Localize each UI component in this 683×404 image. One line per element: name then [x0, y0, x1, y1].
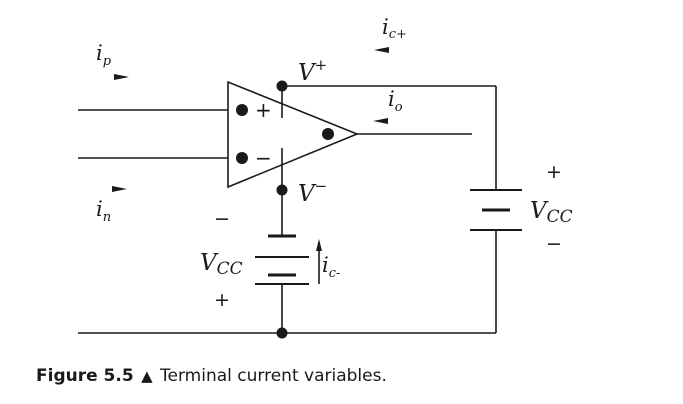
i-n-arrow [112, 186, 127, 192]
right-source-plus-sign: + [546, 161, 562, 183]
vcc-right-label: VCC [530, 198, 573, 227]
vcc-left-label: VCC [200, 250, 243, 279]
inverting-input-sign: − [255, 146, 272, 170]
noninverting-input-terminal [236, 104, 248, 116]
i-c-minus-label: ic- [322, 253, 340, 281]
i-c-plus-label: ic+ [382, 15, 407, 42]
ground-node [276, 327, 288, 339]
op-amp-circuit-diagram: + − ip [78, 15, 573, 339]
right-source-minus-sign: − [546, 233, 562, 255]
triangle-marker-icon: ▲ [141, 367, 153, 385]
v-plus-label: V+ [298, 56, 327, 86]
i-o-arrow [373, 118, 388, 124]
op-amp-triangle [227, 80, 360, 189]
i-o-label: io [388, 87, 403, 115]
inverting-input-terminal [236, 152, 248, 164]
i-n-label: in [96, 197, 111, 225]
noninverting-input-sign: + [255, 98, 272, 122]
v-minus-label: V− [298, 177, 327, 207]
left-source-plus-sign: + [214, 289, 230, 311]
i-c-plus-arrow [374, 47, 389, 53]
i-p-arrow [114, 74, 129, 80]
v-plus-terminal [276, 80, 288, 92]
figure-number: Figure 5.5 [36, 366, 134, 386]
i-p-label: ip [96, 41, 112, 69]
v-minus-terminal [276, 184, 288, 196]
caption-text: Terminal current variables. [160, 366, 387, 386]
figure-caption: Figure 5.5 ▲ Terminal current variables. [36, 366, 387, 386]
left-source-minus-sign: − [214, 208, 230, 230]
output-terminal [322, 128, 334, 140]
